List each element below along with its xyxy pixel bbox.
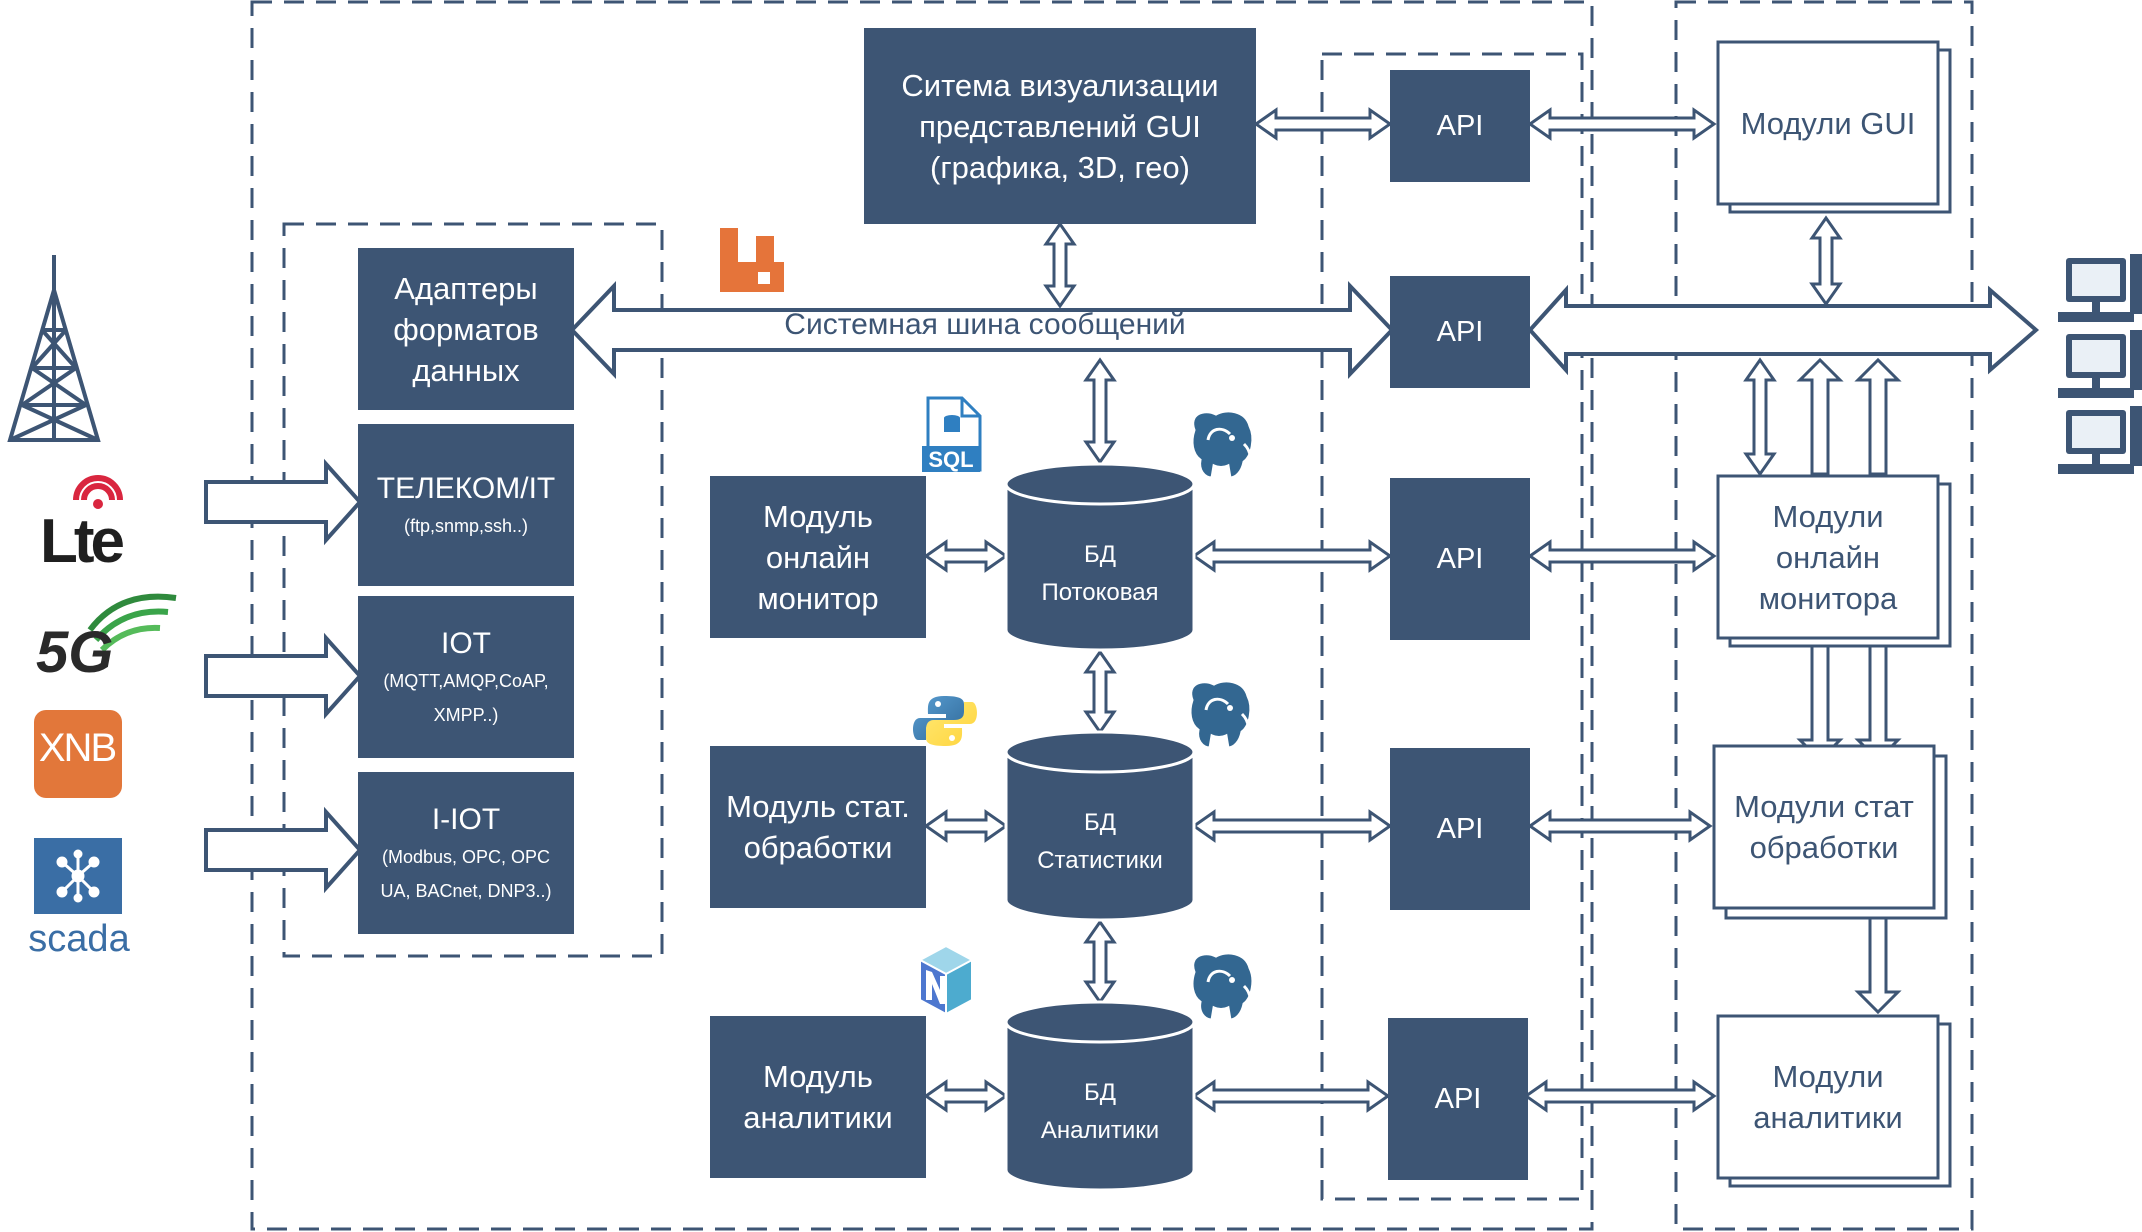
scada-text: scada	[28, 918, 130, 960]
arrow-stat-db	[923, 809, 1009, 843]
lte-text: Lte	[40, 507, 124, 576]
db-cylinders	[1004, 462, 1196, 1192]
adapters-frame	[282, 222, 664, 958]
arrow-dbstream-dbstat	[1083, 649, 1117, 735]
message-bus-label: Системная шина сообщений	[784, 308, 1186, 341]
arrow-bus-dbstream	[1083, 357, 1117, 465]
dark-boxes	[358, 28, 1530, 1180]
dashed-frames	[250, 0, 1974, 1231]
monitor-module-box	[710, 476, 926, 638]
external-module-boxes	[1712, 40, 1952, 1188]
computer-icon-1	[2058, 254, 2142, 322]
arrow-dbstream-api	[1191, 539, 1393, 573]
api-box-5	[1388, 1018, 1528, 1180]
arrow-monitor-db	[923, 539, 1009, 573]
rabbitmq-icon	[720, 228, 784, 292]
arrow-dbstat-api	[1191, 809, 1393, 843]
external-modules-frame	[1674, 0, 1974, 1231]
arrow-api-monitor	[1527, 539, 1717, 573]
api-box-2	[1390, 276, 1530, 388]
arrow-api-gui	[1527, 107, 1717, 141]
xnb-text: XNB	[38, 726, 117, 770]
db-stat-cylinder	[1004, 730, 1196, 922]
api-box-1	[1390, 70, 1530, 182]
input-arrows	[204, 458, 363, 894]
stat-module-box	[710, 746, 926, 908]
numpy-icon	[917, 944, 975, 1016]
telecom-box	[358, 424, 574, 586]
postgres-icon-3	[1190, 951, 1255, 1022]
db-stream-cylinder	[1004, 462, 1196, 652]
platform-frame	[250, 0, 1594, 1231]
iot-box	[358, 596, 574, 758]
iiot-box	[358, 772, 574, 934]
xnb-logo	[34, 710, 122, 798]
analytics-module-box	[710, 1016, 926, 1178]
arrow-gui-bus	[1809, 215, 1843, 307]
arrow-api-analytics	[1523, 1079, 1717, 1113]
arrow-dbstat-dbanalytics	[1083, 919, 1117, 1005]
arrow-api-stat	[1527, 809, 1713, 843]
scada-logo	[34, 838, 122, 914]
arrow-bus-monitor	[1743, 357, 1777, 477]
adapters-box	[358, 248, 574, 410]
computer-icon-3	[2058, 406, 2142, 474]
5g-text: 5G	[36, 620, 113, 685]
arrow-visual-bus	[1043, 221, 1077, 309]
arrow-analytics-db	[923, 1079, 1009, 1113]
external-bus-arrow	[1527, 284, 2040, 376]
postgres-icon-1	[1190, 409, 1255, 480]
api-box-4	[1390, 748, 1530, 910]
postgres-icon-2	[1188, 679, 1253, 750]
sql-text: SQL	[928, 447, 973, 472]
api-box-3	[1390, 478, 1530, 640]
lte-logo: Lte	[40, 475, 128, 576]
db-analytics-cylinder	[1004, 1000, 1196, 1192]
python-icon	[913, 696, 977, 746]
api-frame	[1320, 52, 1584, 1201]
visual-box	[864, 28, 1256, 224]
cell-tower-icon	[7, 255, 101, 442]
sql-file-icon: SQL	[922, 396, 982, 472]
5g-logo: 5G	[36, 593, 177, 685]
computer-icon-2	[2058, 330, 2142, 398]
arrow-dbanalytics-api	[1191, 1079, 1391, 1113]
